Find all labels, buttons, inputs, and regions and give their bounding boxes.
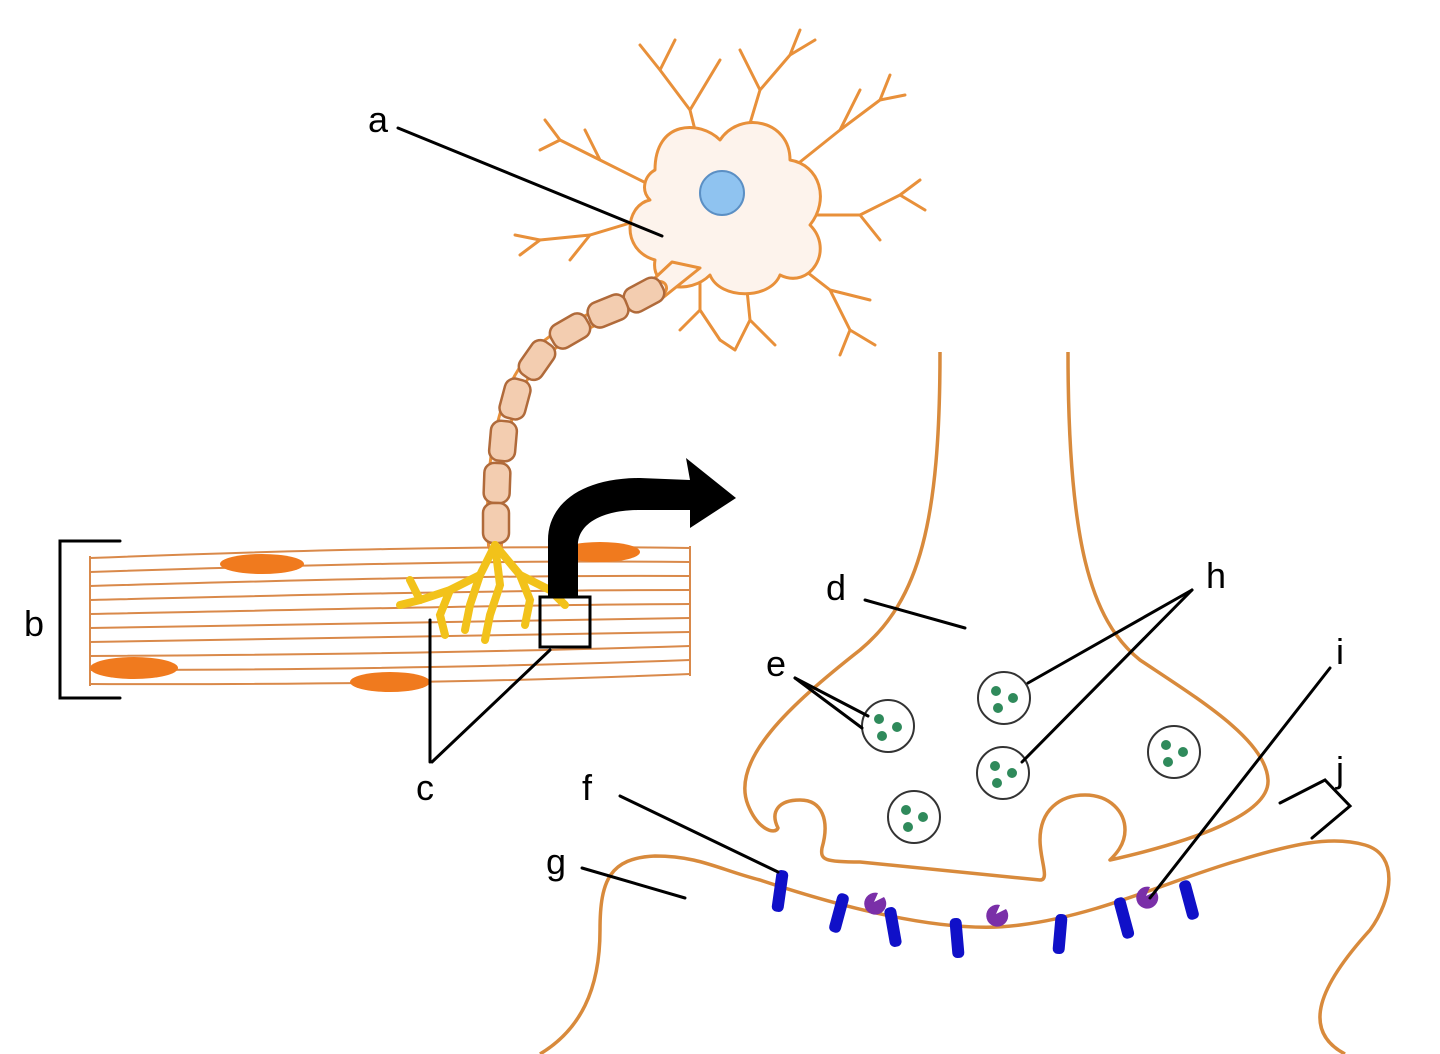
bracket-b — [58, 539, 122, 700]
label-j: j — [1335, 749, 1344, 790]
labels: a b c d e f g h i j — [24, 99, 1344, 882]
leader-h-2 — [1020, 588, 1194, 764]
synaptic-vesicle — [977, 671, 1031, 725]
leader-h-1 — [1026, 588, 1194, 685]
postsynaptic-membrane — [539, 839, 1391, 1054]
myelinated-axon — [481, 276, 668, 553]
label-c: c — [416, 767, 434, 808]
muscle-fiber — [89, 542, 691, 692]
receptors — [771, 870, 1199, 959]
synaptic-vesicles — [861, 671, 1201, 844]
synaptic-vesicle — [976, 746, 1030, 800]
muscle-nucleus — [350, 672, 430, 692]
label-f: f — [582, 767, 593, 808]
synaptic-vesicle — [1147, 725, 1201, 779]
label-h: h — [1206, 555, 1226, 596]
leader-e-1 — [793, 676, 870, 718]
muscle-nucleus — [90, 657, 178, 679]
synaptic-vesicle — [861, 699, 915, 753]
motor-neuron-cell-body — [513, 28, 927, 357]
enzymes — [864, 886, 1159, 927]
nucleus — [699, 170, 745, 216]
leader-i — [1148, 666, 1332, 900]
leader-lines — [396, 126, 1332, 900]
myelin-sheath — [481, 276, 666, 545]
leader-d — [863, 598, 967, 630]
synapse-enlarged — [539, 351, 1391, 1054]
axon-terminal-branches — [396, 541, 569, 644]
leader-g — [580, 866, 687, 900]
leader-e-2 — [793, 676, 864, 730]
leader-f — [618, 794, 780, 874]
presynaptic-terminal-membrane — [743, 351, 1270, 882]
muscle-nucleus — [220, 554, 304, 574]
label-g: g — [546, 841, 566, 882]
bracket-j — [1278, 778, 1353, 840]
label-e: e — [766, 643, 786, 684]
leader-a — [396, 126, 664, 238]
label-a: a — [368, 99, 389, 140]
synaptic-vesicle — [887, 790, 941, 844]
label-b: b — [24, 603, 44, 644]
leader-c-2 — [430, 648, 552, 764]
label-d: d — [826, 567, 846, 608]
muscle-nucleus — [560, 542, 640, 562]
zoom-arrow — [548, 458, 736, 598]
label-i: i — [1336, 631, 1344, 672]
